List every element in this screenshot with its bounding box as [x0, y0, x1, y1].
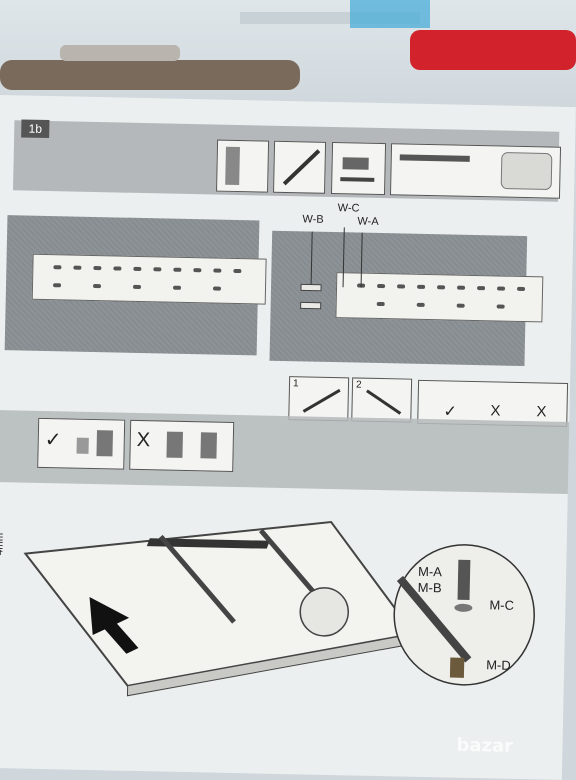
label-m-a: M-A	[417, 563, 443, 580]
pencil-icon	[282, 149, 321, 186]
label-w-b: W-B	[302, 213, 324, 226]
desk-background	[0, 0, 576, 110]
spacer-icon	[449, 657, 465, 678]
mount-arm-left	[158, 534, 236, 624]
pliers-handle	[0, 60, 300, 90]
level-icon	[340, 177, 375, 182]
bolt-icon	[200, 432, 217, 459]
step-2-number: 2	[355, 379, 362, 391]
wrong-assembly-box: X	[129, 419, 235, 472]
mount-arm-detail	[396, 575, 472, 663]
step-label: 1b	[21, 119, 50, 139]
drill-chuck-icon	[500, 152, 553, 190]
manual-sheet: 1b W-B W-C W-A	[0, 95, 576, 780]
correct-assembly-box: ✓	[37, 417, 126, 470]
cross-mark: X	[136, 428, 151, 452]
watermark: bazar	[456, 734, 514, 757]
mount-rail-left	[31, 253, 267, 305]
bolt-icon	[96, 430, 113, 457]
cross-mark: X	[536, 403, 547, 421]
nut-icon	[76, 437, 89, 454]
drill-box	[331, 141, 387, 196]
washer-icon	[454, 603, 473, 612]
anchor-icon	[300, 301, 322, 310]
screwdriver-handle-icon	[410, 30, 576, 70]
tv-back-panel	[23, 520, 416, 697]
step-2-box: 2	[351, 377, 413, 423]
anchor-icon	[300, 283, 322, 292]
bolt-icon	[166, 431, 183, 458]
drill-icon	[302, 388, 341, 413]
check-mark: ✓	[44, 429, 62, 452]
screw-icon	[457, 559, 471, 600]
label-m-b: M-B	[417, 579, 442, 596]
blue-object	[350, 0, 430, 28]
label-m-c: M-C	[489, 597, 515, 613]
arrow-icon	[89, 596, 139, 654]
wall-panel-icon	[225, 146, 240, 186]
measure-box	[389, 143, 562, 199]
step-1-number: 1	[292, 378, 299, 390]
wall-tool-box	[216, 139, 270, 193]
detail-circle-large	[393, 544, 535, 686]
vent-grille	[146, 538, 270, 549]
detail-circle-small	[299, 587, 349, 637]
label-w-c: W-C	[337, 202, 360, 215]
tools-on-desk	[0, 0, 576, 90]
label-w-a: W-A	[357, 215, 379, 228]
drill-bit-icon	[399, 154, 470, 162]
size-label: 4mm	[0, 532, 6, 556]
pliers-jaw	[60, 45, 180, 61]
label-m-d: M-D	[486, 657, 511, 673]
pencil-box	[273, 140, 327, 194]
screwdriver-icon	[366, 389, 402, 415]
cross-mark: X	[490, 402, 501, 420]
step-1-box: 1	[288, 376, 350, 422]
drill-icon	[342, 157, 369, 170]
wall-anchor-lines	[300, 227, 363, 310]
